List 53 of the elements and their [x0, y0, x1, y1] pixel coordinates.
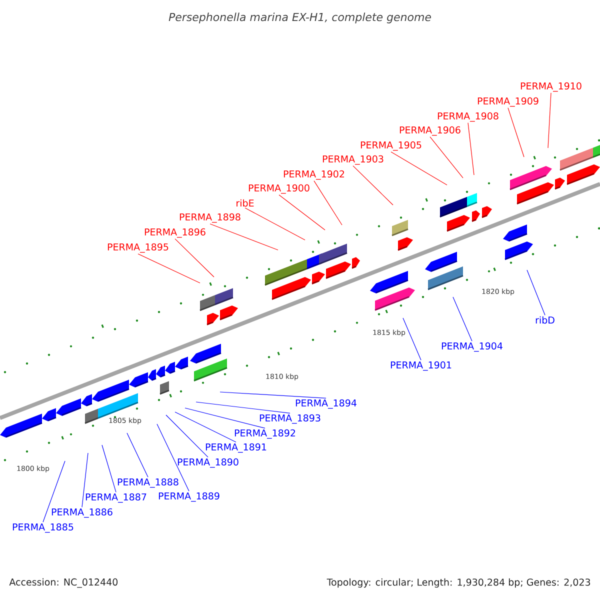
gene-label: PERMA_1893	[260, 414, 320, 424]
gene-label: PERMA_1910	[520, 82, 582, 92]
gene-label: PERMA_1896	[144, 228, 206, 238]
gene-label: PERMA_1900	[248, 184, 310, 194]
leader-line	[174, 238, 214, 278]
gene-label: PERMA_1895	[108, 243, 168, 253]
gene-label: ribE	[236, 199, 254, 207]
gene-label: PERMA_1892	[234, 429, 296, 439]
gene-label: PERMA_1886	[52, 508, 112, 518]
leader-line	[196, 402, 290, 414]
gene-label: PERMA_1909	[478, 97, 538, 107]
gene-label: PERMA_1902	[284, 170, 344, 180]
gene-label: PERMA_1901	[390, 361, 452, 371]
leader-line	[220, 392, 326, 398]
leader-line	[452, 296, 472, 342]
gene-label: PERMA_1906	[400, 126, 460, 136]
leader-line	[102, 444, 116, 492]
title: Persephonella marina EX-H1, complete genome	[168, 12, 431, 24]
leader-line	[468, 122, 474, 176]
gene-label: PERMA_1908	[438, 112, 498, 122]
leader-line	[526, 270, 546, 316]
gene-label: PERMA_1888	[118, 478, 178, 488]
leader-line	[126, 432, 148, 478]
gene-label: PERMA_1903	[322, 155, 384, 165]
leader-line	[314, 180, 342, 226]
leader-line	[352, 166, 394, 206]
leader-line	[166, 414, 208, 458]
gene-label: ribD	[536, 316, 554, 324]
footer-text: Accession: NC_012440	[9, 578, 118, 588]
gene-label: PERMA_1889	[158, 492, 220, 502]
leader-line	[174, 412, 236, 442]
leader-line	[138, 254, 200, 284]
leader-line	[82, 452, 88, 508]
leader-line	[156, 424, 190, 492]
leader-line	[402, 318, 422, 360]
leader-line	[42, 460, 66, 522]
leader-line	[278, 194, 326, 230]
leader-line	[508, 108, 524, 158]
leader-line	[244, 208, 306, 240]
leader-line	[430, 136, 464, 178]
gene-label: PERMA_1890	[178, 458, 238, 468]
gene-label: PERMA_1885	[12, 523, 74, 533]
leader-line	[390, 152, 448, 186]
gene-label: PERMA_1898	[180, 213, 240, 223]
gene-label: PERMA_1894	[296, 399, 356, 409]
leader-line	[548, 92, 552, 148]
footer-text: Topology: circular; Length: 1,930,284 bp; Genes: 2,023	[326, 578, 590, 588]
gene-label: PERMA_1891	[206, 443, 266, 453]
gene-label: PERMA_1887	[86, 493, 146, 503]
leader-line	[210, 224, 278, 250]
gene-label: PERMA_1904	[442, 342, 502, 352]
gene-label: PERMA_1905	[360, 141, 422, 151]
leader-line	[184, 408, 266, 428]
